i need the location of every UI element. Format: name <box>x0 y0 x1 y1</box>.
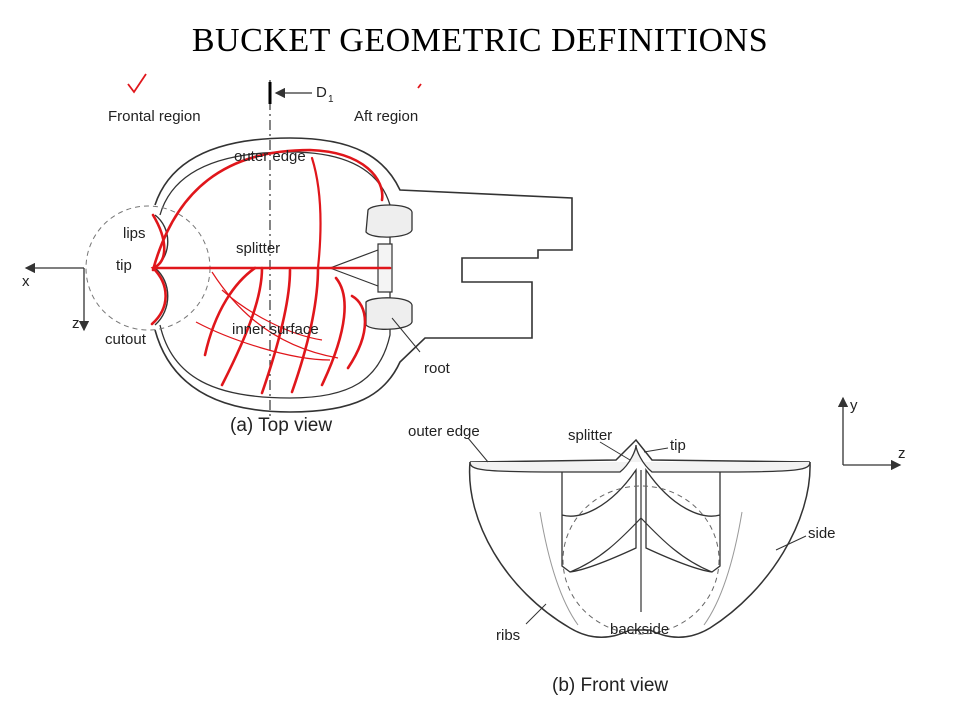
outer-edge-label-top: outer edge <box>234 148 306 165</box>
backside-outline <box>562 485 720 635</box>
tip-label-top: tip <box>116 257 132 274</box>
side-label: side <box>808 525 836 542</box>
outer-edge-label-front: outer edge <box>408 423 480 440</box>
front-outer-body <box>468 461 811 638</box>
aft-region-label: Aft region <box>354 108 418 125</box>
root-lug-upper <box>365 204 413 238</box>
root-label: root <box>424 360 451 377</box>
d1-subscript: 1 <box>328 94 334 105</box>
front-view-caption: (b) Front view <box>552 675 668 696</box>
tip-leader <box>643 447 669 453</box>
cutout-label: cutout <box>105 331 147 348</box>
root-leader <box>391 317 421 353</box>
lips-lower <box>154 267 169 326</box>
ribs-label: ribs <box>496 627 520 644</box>
red-annotations <box>150 148 392 395</box>
outer-edge-leader <box>467 437 489 463</box>
front-inner-right-wall <box>645 467 721 573</box>
red-thin-annotations <box>195 271 339 361</box>
side-leader <box>775 535 807 551</box>
top-view-caption: (a) Top view <box>230 415 332 436</box>
front-rim-band <box>469 444 811 473</box>
checkmarks <box>127 73 422 94</box>
root-lug-lower <box>365 297 413 330</box>
rib-left <box>539 511 579 626</box>
tip-label-front: tip <box>670 437 686 454</box>
bucket-inner-rim <box>159 151 391 399</box>
front-inner-left-wall <box>561 467 637 573</box>
axis-z-label-front: z <box>898 445 906 462</box>
axis-z-label-top: z <box>72 315 80 332</box>
splitter-label-top: splitter <box>236 240 280 257</box>
page-title: BUCKET GEOMETRIC DEFINITIONS <box>191 22 769 59</box>
inner-surface-label: inner surface <box>232 321 319 338</box>
front-view-diagram: outer edge splitter tip side ribs backsi… <box>408 396 906 696</box>
top-view-diagram: Frontal region Aft region D 1 outer edge… <box>22 73 573 436</box>
d1-label: D <box>316 84 327 101</box>
axis-y-label: y <box>850 397 858 414</box>
splitter-leader <box>599 441 631 461</box>
bucket-outer-rim <box>154 137 573 413</box>
backside-label: backside <box>610 621 669 638</box>
axis-x-label: x <box>22 273 30 290</box>
ribs-leader <box>525 603 547 625</box>
splitter-label-front: splitter <box>568 427 612 444</box>
lips-label: lips <box>123 225 146 242</box>
frontal-region-label: Frontal region <box>108 108 201 125</box>
rib-right <box>703 511 743 626</box>
front-rim-top <box>469 438 811 463</box>
